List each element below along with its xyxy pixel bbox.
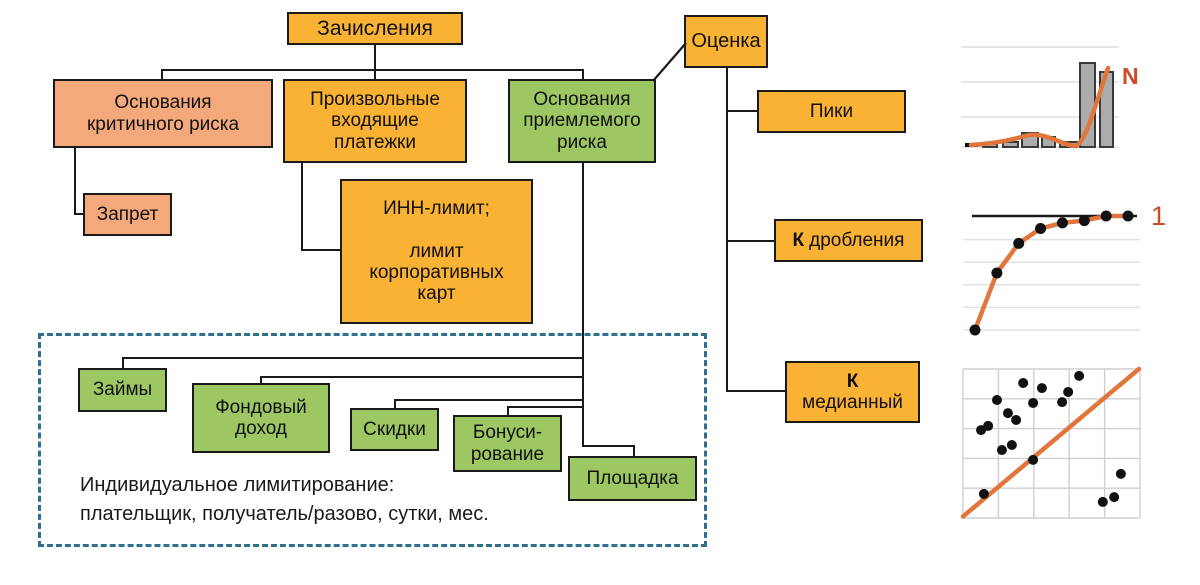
node-bonusirovanie: Бонуси-рование	[453, 415, 562, 472]
connector-top-bus	[161, 69, 584, 71]
svg-text:N: N	[1122, 63, 1139, 89]
node-skidki-label: Скидки	[363, 418, 426, 440]
connector-zajmy-stub	[122, 357, 124, 368]
connector-skidki-bus	[394, 399, 584, 401]
connector-bonus-bus	[507, 406, 584, 408]
node-zajmy: Займы	[78, 368, 167, 412]
connector-proizvolnye-inn-v	[301, 163, 303, 251]
node-zapret: Запрет	[83, 193, 172, 236]
node-osnovaniya-kritichnogo-riska: Основания критичного риска	[53, 79, 273, 148]
svg-text:1: 1	[1151, 201, 1166, 231]
node-inn-limit-line1: ИНН-лимит;	[383, 198, 490, 220]
node-k-drobleniya-prefix: К	[792, 229, 805, 251]
connector-ocenka-mediannyj	[726, 390, 785, 392]
node-osnovaniya-kritichnogo-riska-label: Основания критичного риска	[86, 92, 240, 135]
connector-fondovyj-bus	[260, 376, 584, 378]
node-k-mediannyj-prefix: К	[846, 370, 859, 392]
histogram-chart: N	[961, 46, 1139, 149]
connector-ocenka-drobleniya	[726, 240, 774, 242]
connector-kritichny-zapret-h	[74, 213, 84, 215]
node-fondovyj-dohod: Фондовый доход	[192, 383, 330, 453]
node-zachisleniya-label: Зачисления	[317, 16, 433, 40]
individual-limiting-note: Индивидуальное лимитирование: плательщик…	[80, 474, 489, 526]
node-zapret-label: Запрет	[96, 203, 159, 225]
node-osnovaniya-priemlemogo-riska-label: Основания приемлемого риска	[523, 88, 641, 153]
node-inn-limit: ИНН-лимит; лимит корпоративных карт	[340, 179, 533, 324]
connector-ocenka-piki	[726, 110, 757, 112]
connector-proizvolnye-inn-h	[301, 249, 341, 251]
connector-skidki-stub	[394, 399, 396, 409]
node-fondovyj-dohod-label: Фондовый доход	[215, 396, 307, 439]
connector-zajmy-bus	[122, 357, 584, 359]
connector-ploshchadka-h	[582, 445, 635, 447]
connector-zachisleniya-bus	[374, 45, 376, 72]
node-k-mediannyj-label: медианный	[802, 392, 903, 413]
connector-ocenka-trunk	[726, 68, 728, 392]
node-k-mediannyj: К медианный	[785, 361, 920, 423]
note-line1: Индивидуальное лимитирование:	[80, 474, 395, 496]
connector-fondovyj-stub	[260, 376, 262, 384]
connector-bus-priemlemy	[582, 69, 584, 80]
node-zajmy-label: Займы	[92, 379, 153, 401]
connector-bonus-stub	[507, 406, 509, 416]
connector-bus-proizvolnye	[374, 69, 376, 80]
connector-kritichny-zapret-v	[74, 148, 76, 215]
node-osnovaniya-priemlemogo-riska: Основания приемлемого риска	[508, 79, 656, 163]
node-k-drobleniya-label: дробления	[809, 229, 905, 251]
node-ploshchadka-label: Площадка	[586, 467, 679, 489]
connector-ploshchadka-v	[633, 445, 635, 457]
connector-main-trunk	[582, 163, 584, 447]
node-proizvolnye-platezhki: Произвольные входящие платежки	[283, 79, 467, 163]
node-piki: Пики	[757, 90, 906, 133]
connector-bus-kritichny	[161, 69, 163, 80]
node-proizvolnye-platezhki-label: Произвольные входящие платежки	[310, 88, 440, 153]
individual-limiting-group-border	[38, 333, 707, 547]
node-zachisleniya: Зачисления	[287, 12, 463, 45]
convergence-chart: 1	[963, 201, 1166, 336]
node-inn-limit-line2: лимит корпоративных карт	[369, 240, 504, 305]
connector-priemlemy-ocenka-diagonal	[652, 42, 687, 82]
node-piki-label: Пики	[809, 100, 854, 122]
note-line2: плательщик, получатель/разово, сутки, ме…	[80, 503, 489, 525]
scatter-chart	[960, 366, 1142, 519]
node-ocenka: Оценка	[684, 15, 768, 68]
node-skidki: Скидки	[350, 408, 439, 451]
node-bonusirovanie-label: Бонуси-рование	[470, 422, 545, 465]
node-ocenka-label: Оценка	[691, 30, 761, 53]
node-ploshchadka: Площадка	[568, 456, 697, 501]
